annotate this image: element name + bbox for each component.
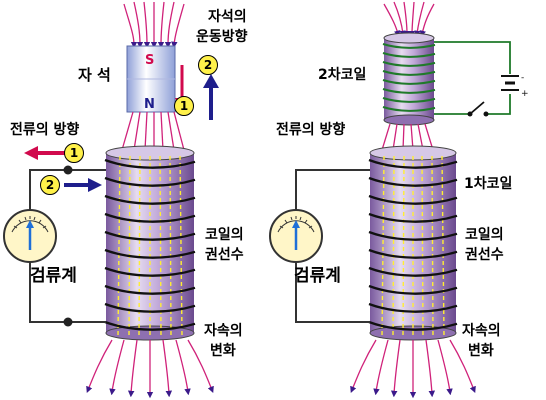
coil-winding [368,158,458,169]
magnet-label: 자 석 [78,66,111,84]
right-bottom-field-lines [350,339,476,399]
coil-winding [104,158,196,169]
coil-winding [104,302,196,313]
switch-icon [467,101,489,117]
left-top-field-lines [123,1,185,49]
primary-coil-label: 1차코일 [464,176,513,192]
right-galvanometer [269,209,323,263]
current-arrow-left [24,146,68,160]
magnet-motion-label-2: 운동방향 [196,29,248,45]
marker-1-motion: 1 [174,96,194,116]
magnet-motion-label-1: 자석의 [208,9,247,25]
coil-winding [382,97,436,103]
right-galvanometer-label: 검류계 [294,266,341,286]
right-coil-turns-label-2: 권선수 [465,247,504,263]
coil-winding [104,230,196,241]
right-coil-turns-label-1: 코일의 [465,227,504,243]
coil-winding [368,248,458,259]
coil-winding [368,266,458,277]
battery-icon: - + [501,73,529,99]
right-current-direction-label: 전류의 방향 [276,122,346,138]
left-bottom-field-lines [86,339,214,399]
secondary-coil-label: 2차코일 [318,67,367,83]
left-coil-turns-label-1: 코일의 [205,227,244,243]
coil-winding [368,230,458,241]
coil-winding [104,176,196,187]
coil-winding [382,52,436,58]
left-flux-change-label-2: 변화 [210,343,236,359]
coil-winding [382,70,436,76]
coil-winding [104,266,196,277]
magnet-motion-arrow-up [203,74,219,120]
secondary-circuit [434,41,511,115]
right-panel: - + [269,1,529,399]
marker-2-motion: 2 [198,55,218,75]
current-arrow-right [64,178,102,192]
left-panel [3,1,219,399]
marker-1-current: 1 [64,143,84,163]
left-coil [104,145,196,341]
right-circuit-wires [295,169,370,323]
magnet-pole-s: S [145,53,155,68]
left-terminal-bottom [63,317,73,327]
coil-winding [382,61,436,67]
coil-winding [368,212,458,223]
right-middle-field-lines [381,123,434,151]
secondary-coil [382,32,436,126]
magnet-pole-n: N [144,97,155,112]
coil-winding [104,212,196,223]
coil-winding [104,320,196,331]
left-flux-change-label-1: 자속의 [204,323,243,339]
svg-text:-: - [521,73,524,83]
coil-winding [104,284,196,295]
coil-winding [382,106,436,112]
primary-coil [368,145,458,341]
marker-2-current: 2 [40,175,60,195]
coil-winding [382,88,436,94]
left-terminal-top [63,165,73,175]
left-middle-field-lines [121,111,185,151]
left-coil-turns-label-2: 권선수 [205,247,244,263]
svg-text:+: + [521,89,529,99]
left-galvanometer-label: 검류계 [30,266,77,286]
coil-winding [382,43,436,49]
coil-winding [104,194,196,205]
coil-winding [368,284,458,295]
right-flux-change-label-2: 변화 [468,343,494,359]
coil-winding [368,302,458,313]
coil-winding [104,248,196,259]
left-galvanometer [3,209,57,263]
coil-winding [382,79,436,85]
coil-winding [368,176,458,187]
coil-winding [368,194,458,205]
right-flux-change-label-1: 자속의 [462,323,501,339]
left-circuit-wires [29,169,106,323]
right-top-field-lines [383,1,435,38]
coil-winding [368,320,458,331]
left-current-direction-label: 전류의 방향 [10,122,80,138]
